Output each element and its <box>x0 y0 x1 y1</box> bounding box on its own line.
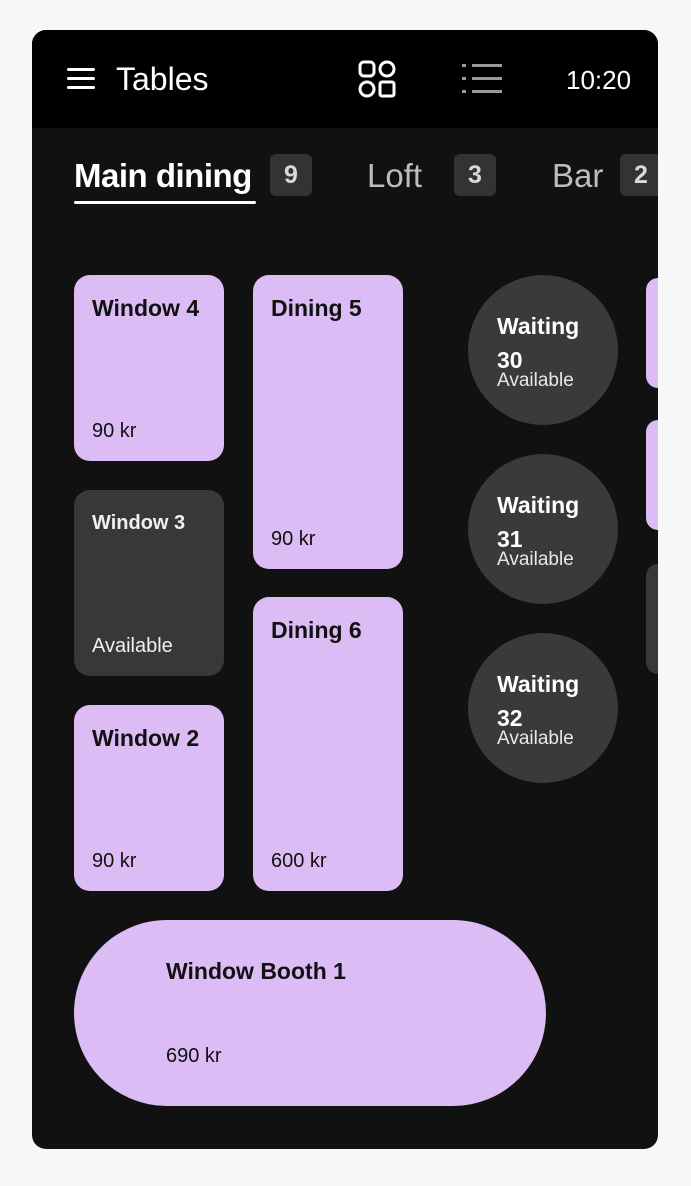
table-name: Window 4 <box>92 295 200 321</box>
tab-count-badge: 2 <box>620 154 658 196</box>
table-status: Available <box>497 549 574 570</box>
tab-label: Bar <box>552 157 604 194</box>
table-status: Available <box>497 728 574 749</box>
tab-label: Loft <box>367 157 423 194</box>
table-name: Waiting 31 <box>497 492 580 552</box>
table-name: Window 2 <box>92 725 200 751</box>
table-amount: 690 kr <box>166 1045 222 1067</box>
table-offscreen-occupied[interactable] <box>646 420 658 530</box>
table-name: Waiting 32 <box>497 671 580 731</box>
table-status: Available <box>92 635 173 657</box>
table-amount: 90 kr <box>271 528 316 550</box>
top-bar: Tables 10:20 <box>32 30 658 128</box>
table-window-2[interactable]: Window 2 90 kr <box>74 705 224 891</box>
active-tab-indicator <box>74 201 256 204</box>
table-name: Window Booth 1 <box>166 958 346 984</box>
grid-view-icon[interactable] <box>358 60 396 98</box>
table-name: Waiting 30 <box>497 313 580 373</box>
floor-plan: Window 4 90 kr Window 3 Available Window… <box>32 238 658 1149</box>
tab-count-badge: 9 <box>270 154 312 196</box>
table-amount: 600 kr <box>271 850 327 872</box>
table-name: Window 3 <box>92 512 186 534</box>
tab-label: Main dining <box>74 157 252 194</box>
table-amount: 90 kr <box>92 850 137 872</box>
table-window-4[interactable]: Window 4 90 kr <box>74 275 224 461</box>
list-view-icon[interactable] <box>462 62 502 96</box>
clock-time: 10:20 <box>566 65 632 95</box>
table-amount: 90 kr <box>92 420 137 442</box>
section-tabs: Main dining 9 Loft 3 Bar 2 <box>32 128 658 238</box>
tab-count-badge: 3 <box>454 154 496 196</box>
table-dining-5[interactable]: Dining 5 90 kr <box>253 275 403 569</box>
table-waiting-30[interactable]: Waiting 30 Available <box>468 275 618 425</box>
table-window-booth-1[interactable]: Window Booth 1 690 kr <box>74 920 546 1106</box>
hamburger-menu-icon[interactable] <box>67 68 95 90</box>
table-dining-6[interactable]: Dining 6 600 kr <box>253 597 403 891</box>
table-offscreen-available[interactable] <box>646 564 658 674</box>
table-name: Dining 5 <box>271 295 362 321</box>
app-screen: Tables 10:20 Main dining 9 Loft 3 <box>32 30 658 1149</box>
page-title: Tables <box>116 61 209 97</box>
table-status: Available <box>497 370 574 391</box>
table-offscreen-occupied[interactable] <box>646 278 658 388</box>
table-waiting-32[interactable]: Waiting 32 Available <box>468 633 618 783</box>
table-waiting-31[interactable]: Waiting 31 Available <box>468 454 618 604</box>
table-window-3[interactable]: Window 3 Available <box>74 490 224 676</box>
table-name: Dining 6 <box>271 617 362 643</box>
